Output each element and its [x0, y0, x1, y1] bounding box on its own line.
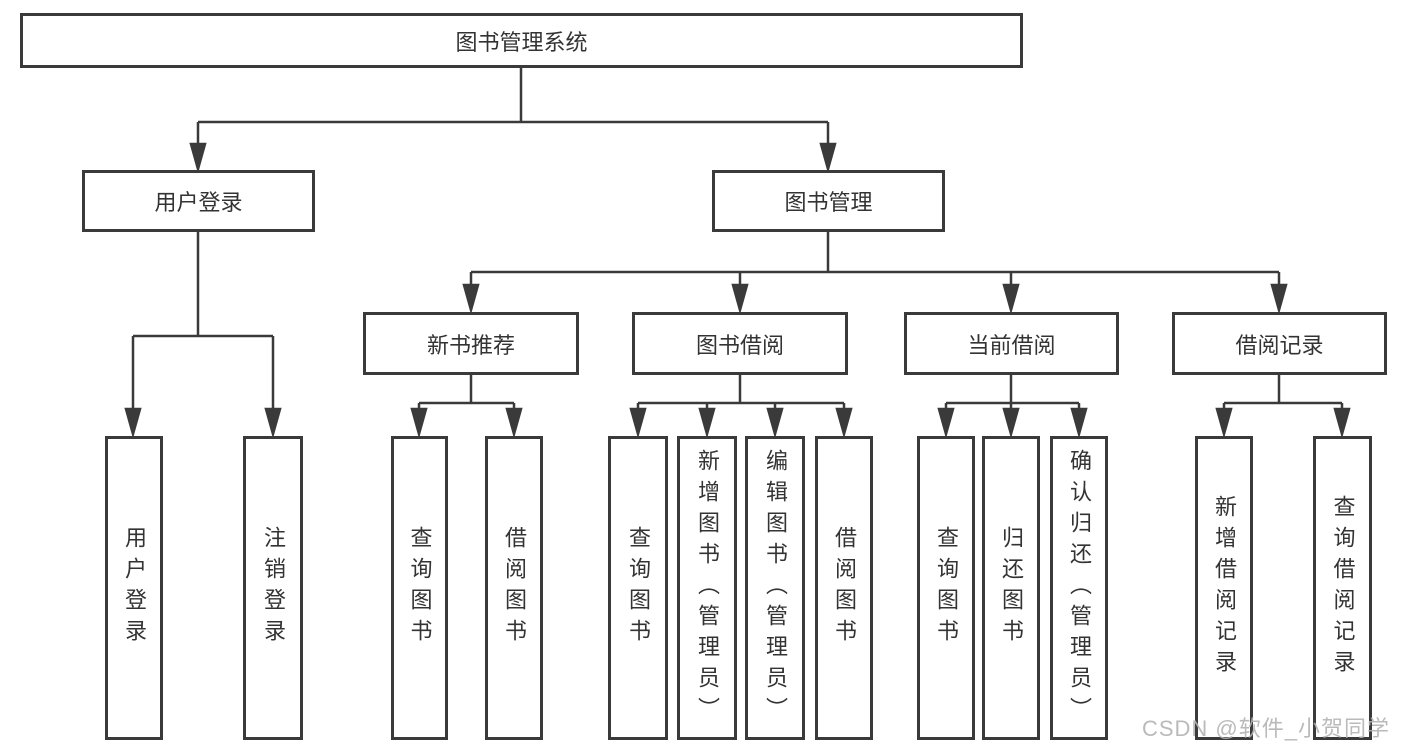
leaf-query-books-recommend: 查询图书	[391, 436, 448, 740]
node-current-borrow: 当前借阅	[904, 312, 1119, 375]
edges-book-borrow	[629, 375, 853, 439]
node-user-login: 用户登录	[82, 170, 315, 232]
connector-arrowhead	[1002, 407, 1020, 439]
leaf-add-book-admin: 新增图书（管理员）	[677, 436, 737, 740]
node-label: 新增借阅记录	[1212, 495, 1237, 681]
leaf-edit-book-admin: 编辑图书（管理员）	[745, 436, 805, 740]
edges-root	[189, 68, 837, 174]
watermark: CSDN @软件_小贺同学	[1141, 716, 1390, 741]
edges-book-management	[462, 232, 1288, 315]
node-label: 用户登录	[122, 526, 147, 650]
connector-arrowhead	[410, 407, 428, 439]
leaf-confirm-return-admin: 确认归还（管理员）	[1050, 436, 1108, 740]
connector-arrowhead	[835, 407, 853, 439]
node-label: 当前借阅	[967, 332, 1056, 358]
node-label: 借阅记录	[1235, 332, 1324, 358]
leaf-add-borrow-record: 新增借阅记录	[1195, 436, 1253, 740]
connector-arrowhead	[629, 407, 647, 439]
node-book-borrow: 图书借阅	[632, 312, 848, 375]
leaf-borrow-books-recommend: 借阅图书	[485, 436, 543, 740]
edges-user-login	[124, 232, 282, 439]
leaf-query-books-borrow: 查询图书	[608, 436, 668, 740]
connector-arrowhead	[505, 407, 523, 439]
node-label: 编辑图书（管理员）	[763, 448, 788, 728]
connector-arrowhead	[1002, 283, 1020, 315]
connector-arrowhead	[937, 407, 955, 439]
leaf-user-login: 用户登录	[105, 436, 163, 740]
connector-arrowhead	[731, 283, 749, 315]
node-label: 借阅图书	[502, 526, 527, 650]
connector-arrowhead	[819, 142, 837, 174]
edges-new-book-recommend	[410, 375, 523, 439]
connector-arrowhead	[698, 407, 716, 439]
connector-arrowhead	[1070, 407, 1088, 439]
node-label: 归还图书	[999, 526, 1024, 650]
node-new-book-recommend: 新书推荐	[363, 312, 579, 375]
node-label: 查询图书	[934, 526, 959, 650]
connector-arrowhead	[264, 407, 282, 439]
node-label: 借阅图书	[832, 526, 857, 650]
edges-current-borrow	[937, 375, 1088, 439]
node-label: 查询借阅记录	[1330, 495, 1356, 681]
leaf-return-book: 归还图书	[982, 436, 1040, 740]
node-root: 图书管理系统	[20, 13, 1023, 68]
leaf-logout: 注销登录	[243, 436, 303, 740]
leaf-query-books-current: 查询图书	[917, 436, 975, 740]
node-borrow-records: 借阅记录	[1172, 312, 1387, 375]
edges-borrow-records	[1215, 375, 1351, 439]
connector-arrowhead	[1333, 407, 1351, 439]
node-label: 图书管理系统	[455, 29, 588, 55]
leaf-borrow-books: 借阅图书	[815, 436, 873, 740]
node-label: 确认归还（管理员）	[1067, 448, 1092, 728]
node-label: 图书借阅	[695, 332, 784, 358]
node-label: 新增图书（管理员）	[695, 448, 720, 728]
connector-arrowhead	[766, 407, 784, 439]
connector-arrowhead	[1270, 283, 1288, 315]
connector-arrowhead	[124, 407, 142, 439]
node-label: 查询图书	[407, 526, 433, 650]
node-label: 用户登录	[154, 190, 243, 215]
node-book-management: 图书管理	[712, 170, 945, 232]
connector-arrowhead	[1215, 407, 1233, 439]
connector-arrowhead	[462, 283, 480, 315]
node-label: 图书管理	[784, 190, 873, 215]
node-label: 注销登录	[261, 526, 286, 650]
node-label: 新书推荐	[426, 332, 515, 358]
node-label: 查询图书	[626, 526, 651, 650]
leaf-query-borrow-record: 查询借阅记录	[1313, 436, 1372, 740]
connector-arrowhead	[189, 142, 207, 174]
